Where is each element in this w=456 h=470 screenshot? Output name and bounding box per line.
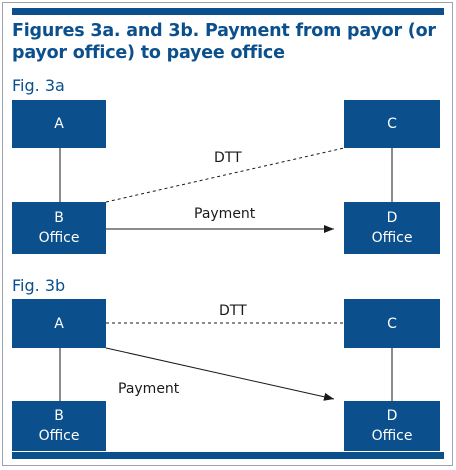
fig3b-label: Fig. 3b — [12, 276, 66, 295]
fig3a-box-a-label: A — [54, 116, 64, 132]
fig3b-box-b-sublabel: Office — [38, 428, 80, 444]
bottom-accent-bar — [12, 452, 444, 459]
figure-frame — [2, 2, 453, 466]
fig3b-box-c-label: C — [387, 315, 397, 332]
fig3b-box-c: C — [344, 299, 440, 348]
fig3a-label: Fig. 3a — [12, 76, 65, 95]
fig3b-box-b-label: B — [54, 408, 64, 424]
fig3b-box-d: D Office — [344, 401, 440, 451]
fig3a-box-a: A — [12, 100, 106, 148]
fig3a-box-c-label: C — [387, 116, 397, 132]
fig3a-box-d-sublabel: Office — [371, 230, 413, 246]
fig3a-edge-dtt — [105, 147, 345, 203]
fig3a-box-d-label: D — [386, 210, 398, 226]
fig3a-box-c: C — [344, 100, 440, 148]
fig3b-box-d-sublabel: Office — [371, 428, 413, 444]
fig3a-payment-label: Payment — [194, 206, 256, 222]
fig3b-edge-payment — [105, 347, 335, 401]
fig3b-box-a-label: A — [54, 315, 64, 332]
fig3b-box-a: A — [12, 299, 106, 348]
fig3b-dtt-label: DTT — [219, 303, 247, 319]
fig3b-box-d-label: D — [386, 408, 398, 424]
figure-title: Figures 3a. and 3b. Payment from payor (… — [12, 21, 436, 63]
fig3a-box-b-sublabel: Office — [38, 230, 80, 246]
fig3a-box-b-label: B — [54, 210, 64, 226]
fig3b-payment-label: Payment — [118, 381, 180, 397]
top-accent-bar — [12, 8, 444, 15]
fig3a-dtt-label: DTT — [214, 150, 242, 166]
fig3b-box-b: B Office — [12, 401, 106, 451]
fig3a-box-d: D Office — [344, 202, 440, 254]
fig3a-box-b: B Office — [12, 202, 106, 254]
